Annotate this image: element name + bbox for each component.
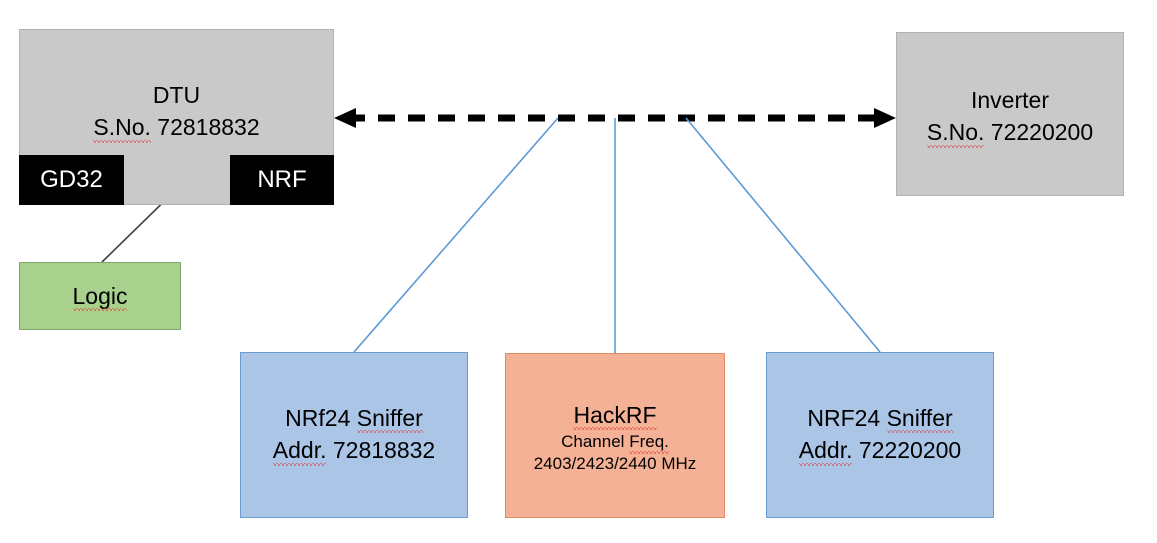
inverter-serial-label: S.No. xyxy=(926,119,985,149)
dtu-serial-value: 72818832 xyxy=(157,114,260,141)
dtu-serial-label: S.No. xyxy=(93,114,151,144)
sniffer-right-addr-value: 72220200 xyxy=(858,437,962,464)
hackrf-channel-label: Channel Freq. xyxy=(561,432,669,454)
sniffer-left-title: NRf24 Sniffer xyxy=(285,405,423,434)
inverter-serial: S.No. 72220200 xyxy=(926,119,1094,149)
hackrf-frequencies: 2403/2423/2440 MHz xyxy=(533,453,697,473)
tap-line-right xyxy=(685,117,881,353)
hackrf-title: HackRF xyxy=(573,402,657,431)
sniffer-right-role: Sniffer xyxy=(886,405,953,434)
gd32-label: GD32 xyxy=(40,166,103,193)
tap-line-left xyxy=(353,117,559,353)
sniffer-left-addr-label: Addr. xyxy=(272,437,327,467)
inverter-node[interactable]: Inverter S.No. 72220200 xyxy=(896,32,1124,196)
sniffer-left-role: Sniffer xyxy=(356,405,423,434)
nrf-chip[interactable]: NRF xyxy=(230,155,334,205)
hackrf-node[interactable]: HackRF Channel Freq. 2403/2423/2440 MHz xyxy=(505,353,725,518)
sniffer-right-addr-label: Addr. xyxy=(798,437,853,467)
sniffer-left-chip: NRf24 xyxy=(285,405,351,431)
hackrf-title-text: HackRF xyxy=(573,402,657,431)
inverter-title: Inverter xyxy=(971,87,1049,113)
sniffer-left-addr: Addr. 72818832 xyxy=(272,437,436,467)
logic-label: Logic xyxy=(72,282,128,312)
dtu-serial: S.No. 72818832 xyxy=(93,114,260,144)
dtu-title: DTU xyxy=(152,82,201,108)
logic-analyzer-node[interactable]: Logic xyxy=(19,262,181,330)
nrf24-sniffer-right-node[interactable]: NRF24 Sniffer Addr. 72220200 xyxy=(766,352,994,518)
nrf24-sniffer-left-node[interactable]: NRf24 Sniffer Addr. 72818832 xyxy=(240,352,468,518)
sniffer-right-chip: NRF24 xyxy=(807,405,881,431)
nrf-label: NRF xyxy=(257,166,307,193)
rf-link-dashed-arrow xyxy=(334,108,896,128)
hackrf-freq-word: Freq. xyxy=(629,432,669,454)
sniffer-left-addr-value: 72818832 xyxy=(332,437,436,464)
hackrf-channel-word: Channel xyxy=(561,432,625,452)
sniffer-right-title: NRF24 Sniffer xyxy=(807,405,953,434)
gd32-chip[interactable]: GD32 xyxy=(19,155,124,205)
sniffer-right-addr: Addr. 72220200 xyxy=(798,437,962,467)
inverter-serial-value: 72220200 xyxy=(990,119,1094,146)
